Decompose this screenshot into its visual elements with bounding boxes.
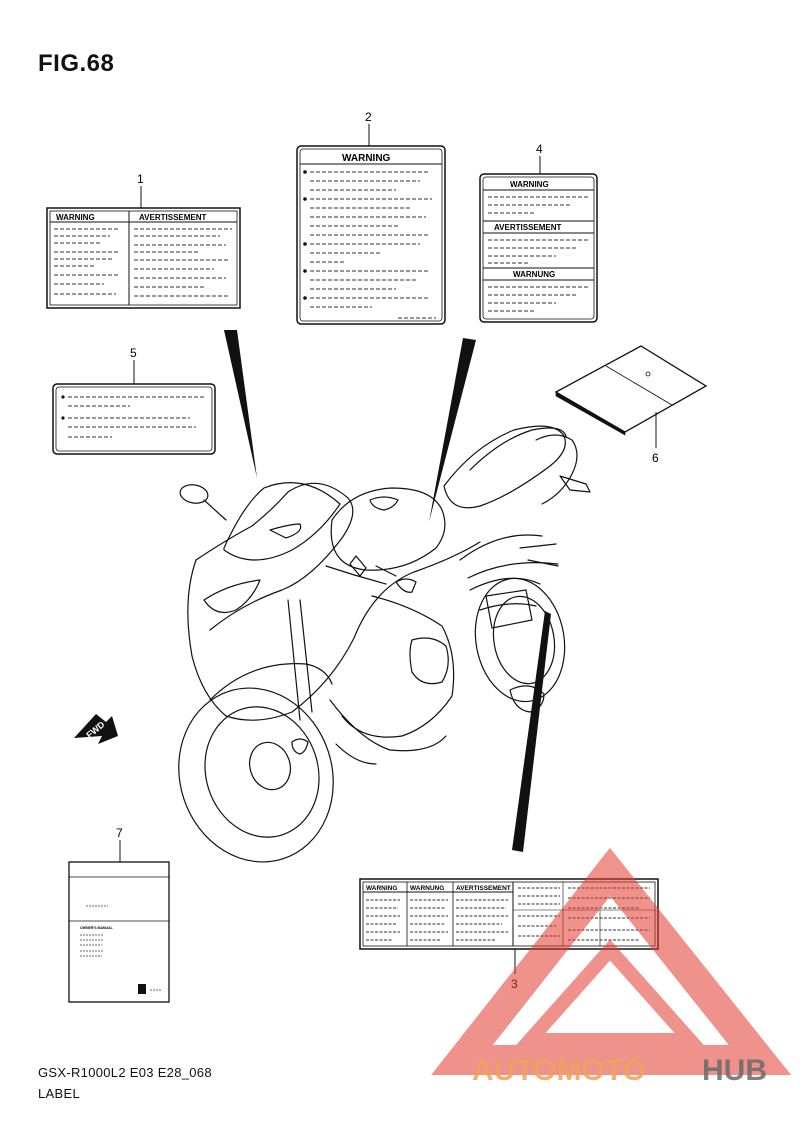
label-3-warning-header: WARNING [366, 885, 397, 892]
label-7-title: OWNER'S MANUAL [80, 926, 114, 930]
figure-title: FIG.68 [38, 50, 115, 77]
callout-numbers: 1 2 3 4 5 6 7 [116, 110, 659, 991]
watermark-logo [431, 847, 792, 1075]
motorcycle-illustration [178, 425, 591, 863]
label-4-avertissement-header: AVERTISSEMENT [494, 223, 562, 232]
callout-7: 7 [116, 826, 123, 840]
label-1-warning-header: WARNING [56, 213, 95, 222]
label-5[interactable] [52, 383, 216, 455]
callout-4: 4 [536, 142, 543, 156]
label-1-text-lines [54, 228, 232, 297]
callout-6: 6 [652, 451, 659, 465]
label-2-warning-header: WARNING [342, 153, 391, 164]
label-4-text-lines [488, 196, 588, 312]
fwd-arrow: FWD [74, 714, 118, 744]
pointer-wedges [224, 330, 551, 852]
footer-section-label: LABEL [38, 1086, 80, 1101]
label-2-text-lines [310, 171, 436, 319]
label-4[interactable]: WARNING AVERTISSEMENT WARNUNG [479, 173, 598, 323]
callout-2: 2 [365, 110, 372, 124]
label-1[interactable]: WARNING AVERTISSEMENT [46, 207, 241, 309]
callout-leaders [119, 124, 657, 974]
label-2[interactable]: WARNING [296, 145, 446, 325]
label-1-avertissement-header: AVERTISSEMENT [139, 213, 207, 222]
label-7-owners-manual[interactable]: OWNER'S MANUAL [68, 861, 170, 1003]
callout-5: 5 [130, 346, 137, 360]
callout-1: 1 [137, 172, 144, 186]
watermark-text-automoto: AUTOMOTO [472, 1054, 646, 1087]
label-4-warnung-header: WARNUNG [513, 270, 555, 279]
footer-model-code: GSX-R1000L2 E03 E28_068 [38, 1065, 212, 1080]
label-5-text-lines [68, 396, 204, 438]
label-4-warning-header: WARNING [510, 180, 549, 189]
label-3-avertissement-header: AVERTISSEMENT [456, 885, 511, 892]
label-3-warnung-header: WARNUNG [410, 885, 444, 892]
label-6[interactable] [554, 345, 708, 436]
watermark-text-hub: HUB [702, 1054, 767, 1087]
